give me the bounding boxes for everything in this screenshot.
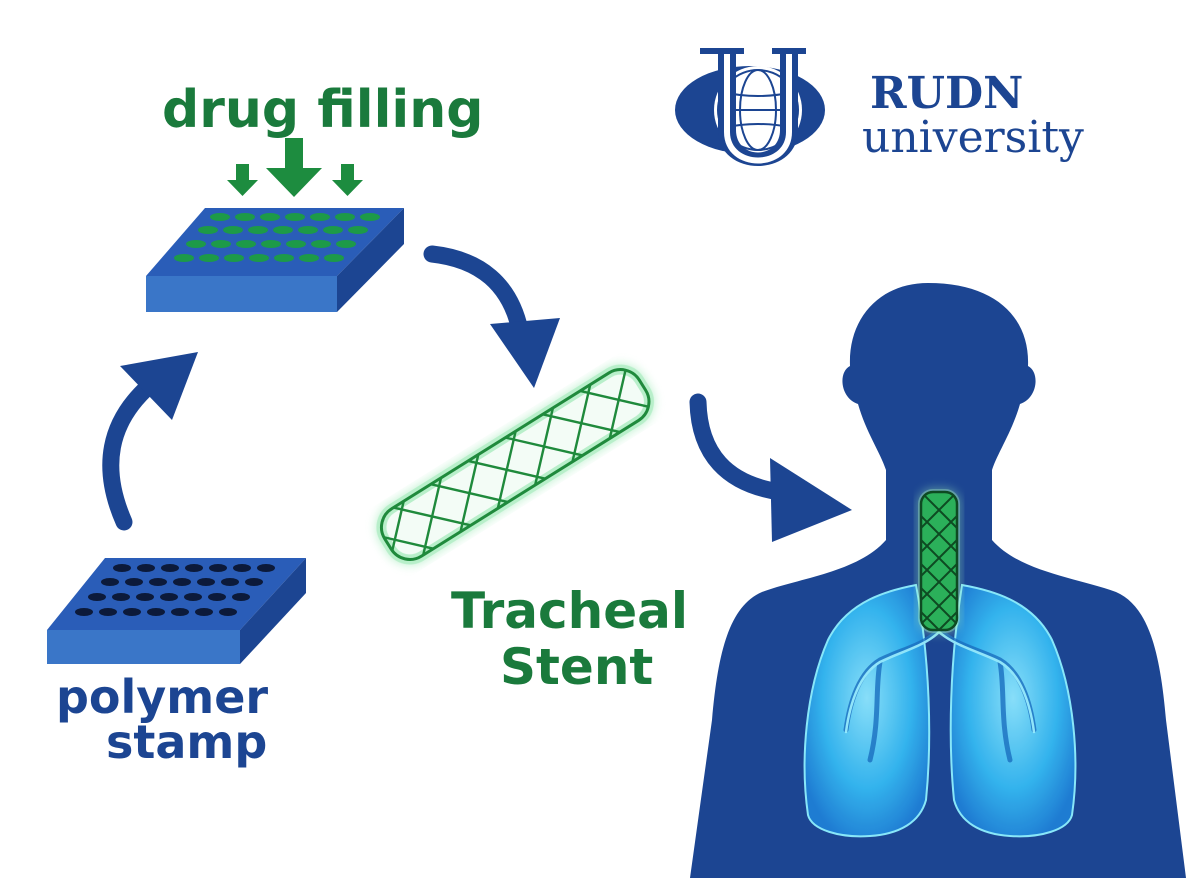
arrow-filling-to-stent: [423, 245, 560, 388]
stamp-label: stamp: [106, 715, 268, 769]
logo-rudn-text: RUDN: [870, 68, 1024, 119]
drug-filling-label: drug filling: [162, 80, 484, 140]
tracheal-label: Tracheal: [451, 582, 689, 640]
stent-icon: [373, 361, 658, 568]
polymer-label: polymer: [56, 670, 269, 724]
polymer-stamp-block: [47, 558, 306, 664]
lungs-icon: [803, 583, 1077, 838]
logo-university-text: university: [862, 112, 1084, 163]
rudn-globe-emblem: [675, 48, 825, 166]
stent-label: Stent: [500, 638, 654, 696]
drug-filled-block: [146, 208, 404, 312]
drug-filling-arrows: [227, 138, 363, 197]
arrow-stent-to-body: [689, 393, 852, 542]
arrow-stamp-to-filling: [102, 352, 198, 531]
trachea-stent-icon: [918, 489, 960, 633]
